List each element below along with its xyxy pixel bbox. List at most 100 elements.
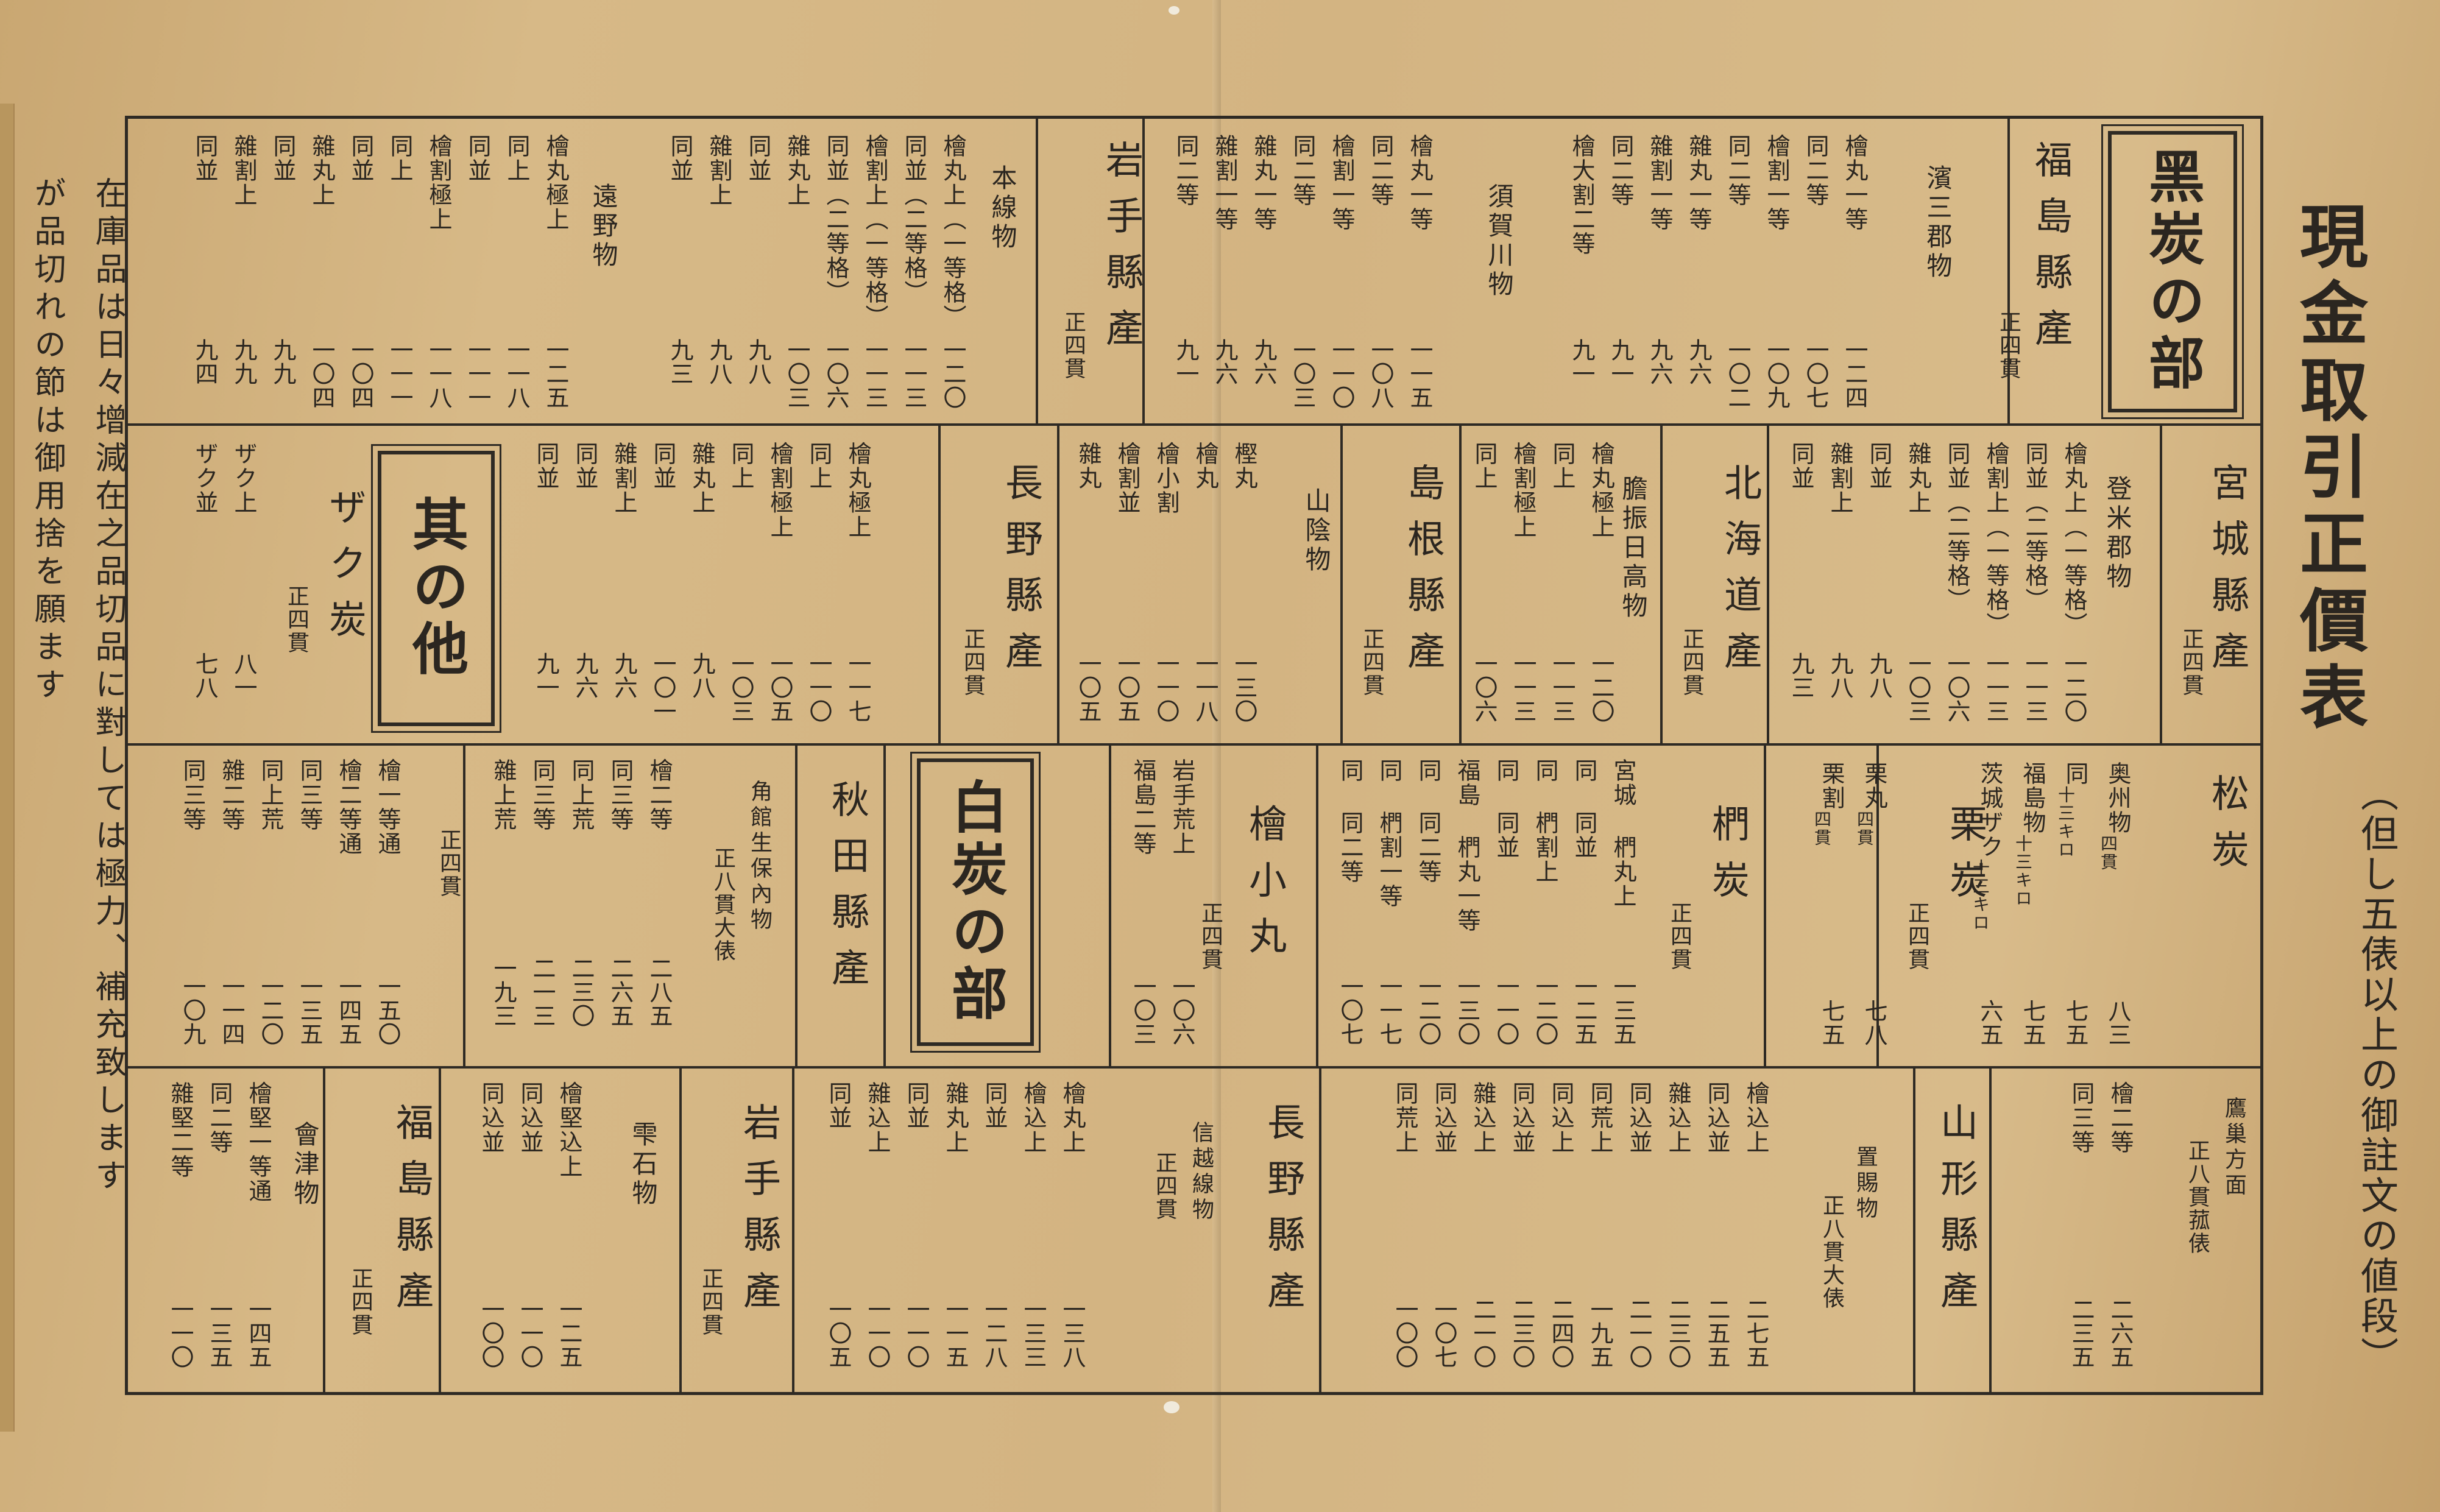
item-label: 雜丸上 [942, 1081, 969, 1154]
divider [1316, 743, 1318, 1066]
item-price: 一一四 [218, 975, 245, 1046]
item-label: 檜丸極上 [844, 442, 871, 539]
item-price: 二三五 [2068, 1298, 2095, 1369]
item-price: 一〇六 [1169, 975, 1195, 1046]
weight-label: 正四貫 [960, 627, 985, 697]
item-label: 同上荒 [568, 758, 595, 832]
item-label: 檜丸 [1192, 442, 1218, 490]
group-name: 角館生保內物 [747, 780, 772, 933]
item-label: 檜丸極上 [542, 134, 569, 231]
item-price: 一三〇 [1454, 975, 1480, 1046]
others-badge: 其の他 [371, 444, 501, 733]
item-label: 雜二等 [218, 758, 245, 832]
item-label: 檜二等通 [335, 758, 362, 856]
page-title: 現金取引正價表 [2288, 201, 2368, 738]
item-label: 宮城 椚丸上 [1610, 758, 1636, 908]
matsu-item: 同 十三キロ [2053, 761, 2092, 859]
group-name: 膽振日高物 [1618, 475, 1648, 621]
item-price: 二一三 [529, 956, 556, 1028]
item-label: 檜丸上 [1059, 1081, 1086, 1154]
labels-honsen: 檜丸上（一等格） 同並（二等格） 檜割上（一等格） 同並（二等格） 雜丸上 同並… [658, 134, 970, 329]
divider [1319, 1066, 1321, 1395]
item-label: 檜割上（一等格） [1982, 442, 2009, 637]
item-label: 檜大割二等 [1568, 134, 1595, 256]
labels-kakunodate: 檜二等 同三等 同上荒 同三等 雜上荒 [481, 758, 676, 832]
item-price: 一一一 [386, 338, 413, 409]
item-label: 同二等 [1724, 134, 1751, 207]
item-price: 一一五 [942, 1298, 969, 1369]
item-label: 同込並 [517, 1081, 543, 1154]
prices-kunugi: 一三五 一二五 一二〇 一一〇 一三〇 一二〇 一一七 一〇七 [1328, 975, 1640, 1046]
item-label: 雜込上 [864, 1081, 891, 1154]
matsu-item: 茨城ザク 十三キロ [1968, 761, 2007, 932]
item-price: 九一 [1607, 338, 1634, 386]
item-price: 一〇二 [1724, 338, 1751, 409]
item-label: 雜丸上 [688, 442, 715, 515]
item-label: ザク並 [191, 442, 218, 515]
item-label: 雜丸 [1075, 442, 1102, 490]
prices-zaku: 八一 七八 [183, 652, 261, 699]
item-label: 同二等 [1367, 134, 1394, 207]
item-label: 檜堅一等通 [245, 1081, 272, 1203]
item-price: 九一 [1568, 338, 1595, 386]
item-label: 福島物 [2019, 761, 2046, 835]
item-label: 福島二等 [1130, 758, 1156, 856]
item-price: 一一八 [425, 338, 452, 409]
item-price: 一二〇 [1532, 975, 1558, 1046]
item-price: 九八 [705, 338, 732, 386]
prices-nagano-black: 一一七 一一〇 一〇五 一〇三 九八 一〇一 九六 九六 九一 [524, 652, 875, 723]
group-name: 須賀川物 [1484, 183, 1514, 300]
item-label: 岩手荒上 [1169, 758, 1195, 856]
item-label: 檜二等 [646, 758, 673, 832]
prices-akita-4kan: 一五〇 一四五 一三五 一二〇 一一四 一〇九 [171, 975, 405, 1046]
item-price: 一二〇 [939, 338, 966, 409]
weight-label: 正四貫 [348, 1267, 373, 1337]
labels-sukagawa: 檜丸一等 同二等 檜割一等 同二等 雜丸一等 雜割一等 同二等 [1164, 134, 1437, 231]
item-label: 檜丸一等 [1406, 134, 1433, 231]
item-label: 雜割一等 [1646, 134, 1673, 231]
item-price: 一二八 [981, 1298, 1008, 1369]
weight-label: 正四貫 [1679, 627, 1704, 697]
group-name: 鷹巢方面 [2221, 1097, 2246, 1199]
labels-akita-4kan: 檜一等通 檜二等通 同三等 同上荒 雜二等 同三等 [171, 758, 405, 856]
item-label: 同並（二等格） [822, 134, 849, 305]
item-label: 檜割一等 [1763, 134, 1790, 231]
item-label: 同込並 [478, 1081, 504, 1154]
item-price: 一九三 [490, 956, 517, 1028]
item-weight: 四貫 [2098, 835, 2118, 871]
item-price: 二三〇 [1508, 1298, 1535, 1369]
item-label: 奥州物 [2104, 761, 2131, 835]
prefecture-nagano-white: 長野縣產 [1261, 1103, 1305, 1327]
item-label: 雜丸一等 [1685, 134, 1712, 231]
item-price: 九八 [1826, 652, 1853, 699]
item-price: 一二五 [556, 1298, 582, 1369]
item-price: 一〇七 [1337, 975, 1363, 1046]
item-label: 檜割極上 [766, 442, 793, 539]
item-price: 七五 [2062, 999, 2088, 1047]
item-label: 雜丸上 [783, 134, 810, 207]
item-label: 檜割極上 [1510, 442, 1536, 539]
item-price: 一五〇 [374, 975, 401, 1046]
divider [1036, 116, 1038, 423]
item-price: 一二五 [542, 338, 569, 409]
row-divider-1 [125, 423, 2263, 426]
weight-label: 正四貫 [1198, 902, 1223, 971]
item-price: 一三五 [206, 1298, 233, 1369]
divider [323, 1066, 325, 1395]
item-price: 一一〇 [864, 1298, 891, 1369]
item-label: 同並（二等格） [900, 134, 927, 305]
prices-tome: 一二〇 一一三 一一三 一〇六 一〇三 九八 九八 九三 [1779, 652, 2091, 723]
item-price: 一〇五 [1075, 652, 1102, 723]
item-label: 雜上荒 [490, 758, 517, 832]
item-price: 二一〇 [1625, 1298, 1652, 1369]
item-label: 檜丸上（一等格） [939, 134, 966, 329]
item-price: 一〇四 [347, 338, 374, 409]
item-price: 七五 [2019, 999, 2046, 1047]
item-label: 檜丸上（一等格） [2060, 442, 2087, 637]
item-price: 九一 [1172, 338, 1199, 386]
item-label: 檜堅込上 [556, 1081, 582, 1179]
group-name: 登米郡物 [2102, 475, 2132, 592]
item-label: 同 [2062, 761, 2088, 786]
labels-komaru: 岩手荒上 福島二等 [1121, 758, 1199, 856]
weight-label: 正四貫 [1061, 311, 1086, 380]
